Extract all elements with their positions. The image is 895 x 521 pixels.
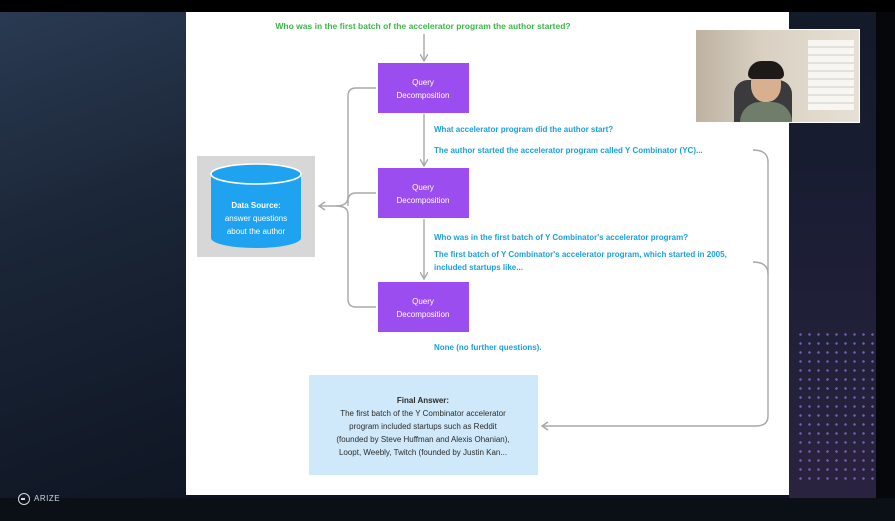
data-source-connectors (317, 87, 376, 308)
final-answer-line-1: The first batch of the Y Combinator acce… (340, 409, 506, 418)
answer-bracket (540, 149, 769, 431)
data-source-title: Data Source: (231, 201, 280, 210)
background-left-panel (0, 12, 186, 498)
query-box-2-label-2: Decomposition (397, 196, 450, 205)
top-letterbox (0, 0, 895, 12)
diagram-canvas: Who was in the first batch of the accele… (197, 21, 769, 475)
final-answer-line-3: (founded by Steve Huffman and Alexis Oha… (336, 435, 509, 444)
query-box-3-label-2: Decomposition (397, 310, 450, 319)
database-icon (210, 163, 302, 248)
arize-logo-icon (18, 493, 30, 505)
data-source-line-3: about the author (227, 227, 286, 236)
decorative-dot-grid (796, 330, 876, 480)
answer-1: The author started the accelerator progr… (434, 146, 703, 155)
webcam-video (695, 29, 860, 123)
query-box-2-label-1: Query (412, 183, 434, 192)
no-further-questions: None (no further questions). (434, 343, 542, 352)
data-source-line-2: answer questions (225, 214, 287, 223)
answer-2-line-2: included startups like... (434, 263, 523, 272)
query-decomposition-box-2: Query Decomposition (378, 168, 469, 218)
query-decomposition-box-3: Query Decomposition (378, 282, 469, 332)
final-answer-box: Final Answer: The first batch of the Y C… (309, 375, 538, 475)
query-box-1-label-1: Query (412, 78, 434, 87)
data-source-panel: Data Source: answer questions about the … (197, 156, 315, 257)
query-box-1-label-2: Decomposition (397, 91, 450, 100)
final-answer-title: Final Answer: (397, 396, 449, 405)
slide: Who was in the first batch of the accele… (186, 12, 789, 495)
arize-logo-text: ARIZE (34, 494, 61, 503)
webcam-window-blinds (808, 40, 854, 110)
arize-logo: ARIZE (18, 492, 60, 506)
query-box-3-label-1: Query (412, 297, 434, 306)
main-question: Who was in the first batch of the accele… (275, 21, 570, 31)
bottom-letterbox (0, 498, 895, 521)
webcam-person-body (740, 102, 792, 122)
sub-question-1: What accelerator program did the author … (434, 125, 613, 134)
webcam-person-hair (748, 61, 784, 79)
sub-question-2: Who was in the first batch of Y Combinat… (434, 233, 688, 242)
query-decomposition-box-1: Query Decomposition (378, 63, 469, 113)
final-answer-line-2: program included startups such as Reddit (349, 422, 497, 431)
right-letterbox (876, 12, 895, 498)
answer-2-line-1: The first batch of Y Combinator's accele… (434, 250, 727, 259)
final-answer-line-4: Loopt, Weebly, Twitch (founded by Justin… (339, 448, 507, 457)
